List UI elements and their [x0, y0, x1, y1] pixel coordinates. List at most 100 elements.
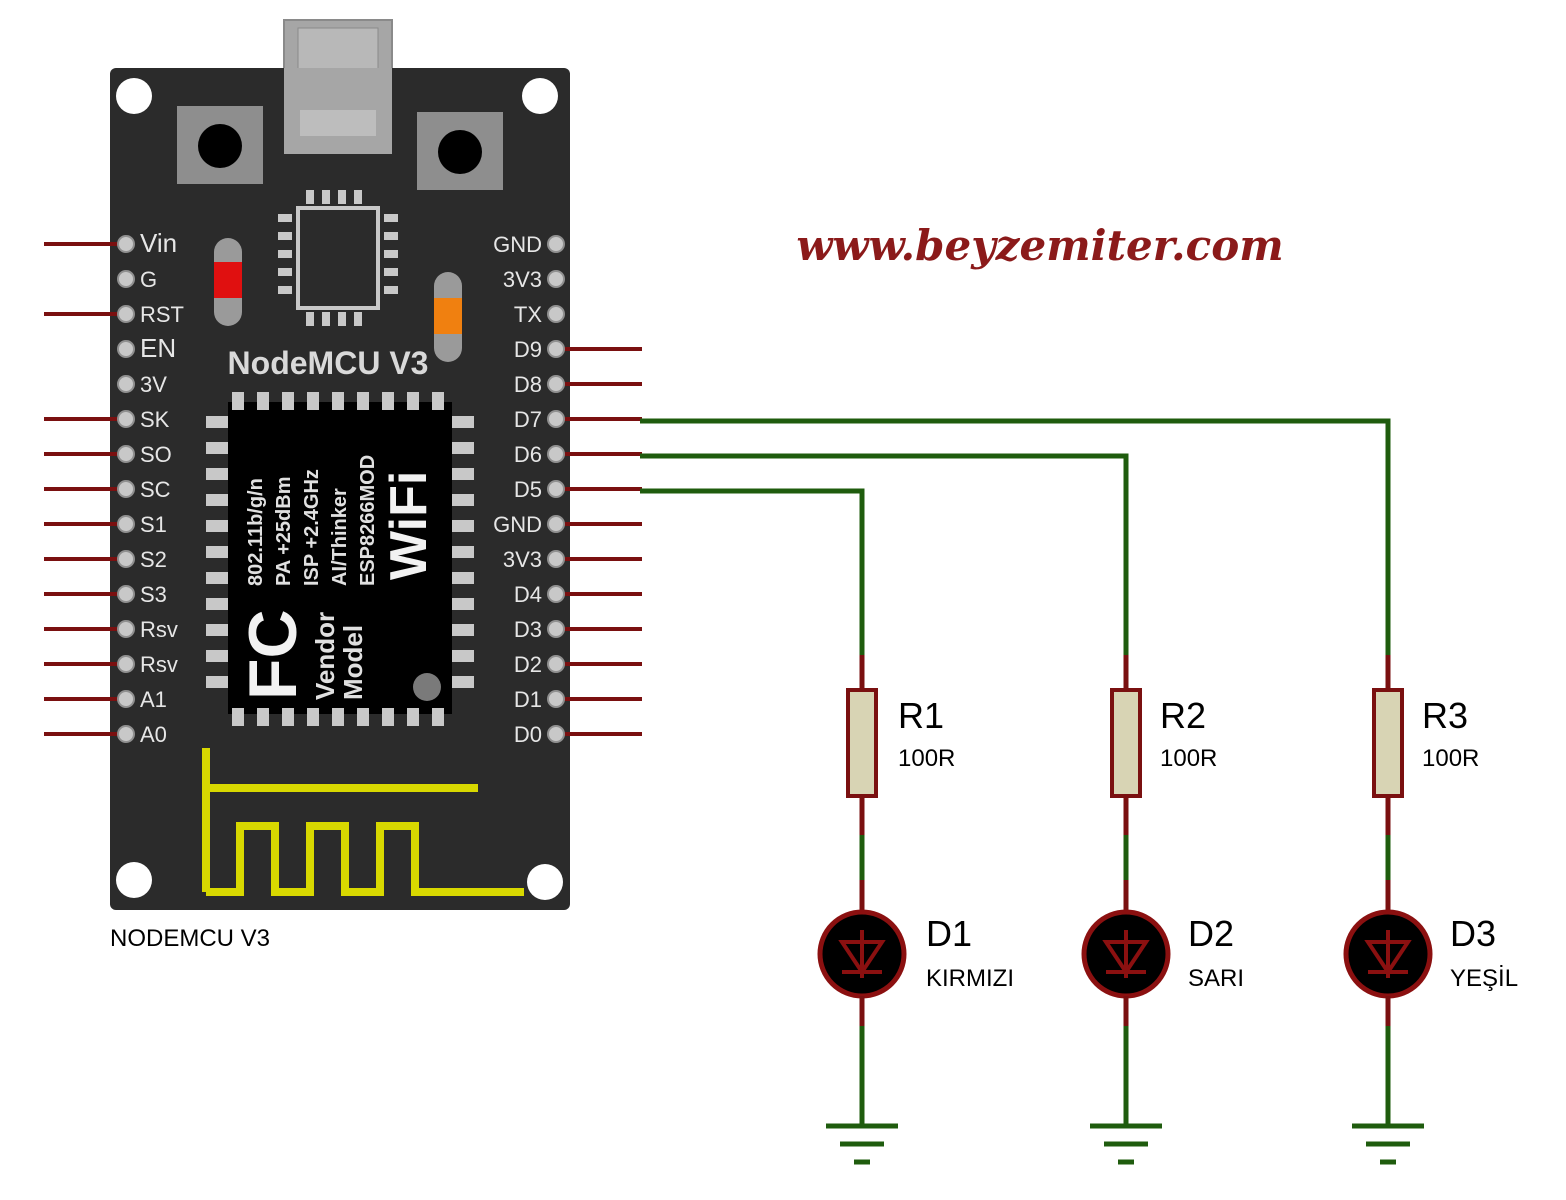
right-pin-label: D2	[514, 652, 542, 677]
onboard-led-orange-body	[434, 298, 462, 334]
button-cap	[198, 124, 242, 168]
left-pin-label: A1	[140, 687, 167, 712]
right-pin-label: D5	[514, 477, 542, 502]
header-pin	[117, 305, 135, 323]
module-pad	[282, 392, 294, 410]
module-pad	[357, 392, 369, 410]
module-pad	[206, 494, 228, 506]
right-pin-label: GND	[493, 512, 542, 537]
module-model-text: Model	[338, 625, 368, 700]
module-pad	[452, 494, 474, 506]
module-dot	[413, 673, 441, 701]
resistor-value: 100R	[1422, 745, 1479, 772]
channel-1	[817, 655, 907, 1165]
right-pin-label: D6	[514, 442, 542, 467]
resistor-body	[1372, 688, 1404, 798]
website-url: www.beyzemiter.com	[796, 221, 1283, 270]
left-pin-label: SO	[140, 442, 172, 467]
module-pad	[232, 392, 244, 410]
resistor-value: 100R	[898, 745, 955, 772]
module-pad	[357, 708, 369, 726]
module-wifi-text: WiFi	[380, 471, 438, 580]
module-pad	[452, 650, 474, 662]
mounting-hole	[527, 864, 563, 900]
left-pin-label: SK	[140, 407, 170, 432]
right-pin-label: GND	[493, 232, 542, 257]
left-pin-label: Vin	[140, 228, 177, 258]
left-pin-label: Rsv	[140, 617, 178, 642]
module-pad	[307, 708, 319, 726]
header-pin	[117, 655, 135, 673]
module-pad	[206, 572, 228, 584]
module-pad	[257, 708, 269, 726]
header-pin	[117, 235, 135, 253]
module-pad	[282, 708, 294, 726]
led-ref: D1	[926, 913, 972, 954]
wire-d7	[640, 418, 1391, 655]
header-pin	[117, 445, 135, 463]
module-text-line1: 802.11b/g/n	[245, 478, 267, 586]
header-pin	[547, 305, 565, 323]
header-pin	[117, 550, 135, 568]
right-pin-label: 3V3	[503, 267, 542, 292]
header-pin	[117, 270, 135, 288]
header-pin	[547, 445, 565, 463]
header-pin	[547, 725, 565, 743]
header-pin	[547, 550, 565, 568]
module-text-line4: AI/Thinker	[329, 488, 351, 586]
nodemcu-board: NodeMCU V3 802.11b/g/n PA +25dBm ISP +2.…	[44, 19, 642, 910]
channel-2	[1081, 655, 1171, 1165]
left-pin-label: 3V	[140, 372, 167, 397]
channel-3	[1343, 655, 1433, 1165]
module-pad	[452, 546, 474, 558]
header-pin	[117, 690, 135, 708]
led-label: YEŞİL	[1450, 965, 1518, 992]
right-pin-label: TX	[514, 302, 542, 327]
wire-d5	[640, 488, 865, 655]
left-pin-label: RST	[140, 302, 184, 327]
header-pin	[117, 375, 135, 393]
module-pad	[307, 392, 319, 410]
onboard-led-red-body	[214, 262, 242, 298]
header-pin	[547, 515, 565, 533]
board-title: NodeMCU V3	[228, 345, 429, 381]
header-pin	[547, 270, 565, 288]
led-ref: D3	[1450, 913, 1496, 954]
usb-connector-port	[300, 110, 376, 136]
module-fc-text: FC	[235, 609, 311, 700]
left-pin-label: SC	[140, 477, 171, 502]
esp-module: 802.11b/g/n PA +25dBm ISP +2.4GHz AI/Thi…	[206, 392, 474, 726]
wire-d6	[640, 453, 1129, 655]
module-pad	[452, 676, 474, 688]
left-pin-label: S2	[140, 547, 167, 572]
module-pad	[432, 392, 444, 410]
module-pad	[206, 546, 228, 558]
module-pad	[452, 572, 474, 584]
pcb-antenna-meander	[206, 822, 524, 896]
header-pin	[547, 375, 565, 393]
led-ref: D2	[1188, 913, 1234, 954]
module-text-line2: PA +25dBm	[273, 477, 295, 586]
usb-serial-chip	[278, 190, 398, 326]
module-pad	[257, 392, 269, 410]
module-pad	[452, 598, 474, 610]
right-pin-label: D0	[514, 722, 542, 747]
header-pin	[547, 620, 565, 638]
left-pin-label: S1	[140, 512, 167, 537]
left-pin-label: A0	[140, 722, 167, 747]
led-label: SARI	[1188, 965, 1244, 992]
right-pin-label: D4	[514, 582, 542, 607]
button-cap	[438, 130, 482, 174]
mounting-hole	[522, 78, 558, 114]
module-pad	[206, 650, 228, 662]
right-pin-label: D8	[514, 372, 542, 397]
module-text-line5: ESP8266MOD	[357, 455, 379, 586]
resistor-ref: R1	[898, 695, 944, 736]
right-pin-label: D3	[514, 617, 542, 642]
module-pad	[206, 520, 228, 532]
left-pin-label: G	[140, 267, 157, 292]
header-pin	[117, 340, 135, 358]
header-pin	[117, 725, 135, 743]
module-pad	[232, 708, 244, 726]
